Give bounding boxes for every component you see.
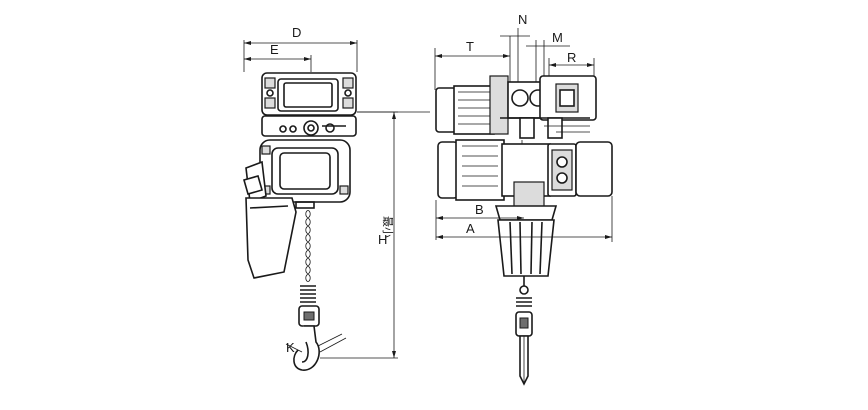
- chain-bag: [243, 160, 297, 279]
- dimension-b: B: [435, 200, 524, 240]
- dimension-a: A: [436, 196, 613, 242]
- label-e: E: [270, 42, 279, 57]
- dimension-d: D: [243, 25, 358, 72]
- label-d: D: [292, 25, 301, 40]
- label-k: K: [286, 340, 295, 355]
- trolley-top: [261, 72, 357, 116]
- hoist-body-front: [437, 139, 613, 213]
- load-chain: [305, 210, 311, 282]
- hook-assembly: K: [285, 285, 347, 371]
- hoist-body: [259, 139, 351, 209]
- hook-front: [515, 276, 533, 386]
- dimension-r: R: [548, 50, 595, 80]
- label-min: 最小: [381, 216, 394, 238]
- label-h: H: [378, 232, 387, 247]
- label-r: R: [567, 50, 576, 65]
- dimension-m: M: [526, 30, 570, 82]
- trolley-front: [435, 75, 597, 139]
- label-m: M: [552, 30, 563, 45]
- side-view: D E: [243, 25, 430, 371]
- dimension-h: H 最小: [320, 111, 398, 359]
- chain-bag-front: [494, 205, 558, 277]
- label-b: B: [475, 202, 484, 217]
- front-view: T N M R: [434, 12, 613, 386]
- connector: [261, 111, 430, 137]
- dimension-t: T: [434, 36, 511, 90]
- label-a: A: [466, 221, 475, 236]
- dimension-e: E: [244, 42, 312, 72]
- dimension-n: N: [500, 12, 530, 82]
- label-t: T: [466, 39, 474, 54]
- label-n: N: [518, 12, 527, 27]
